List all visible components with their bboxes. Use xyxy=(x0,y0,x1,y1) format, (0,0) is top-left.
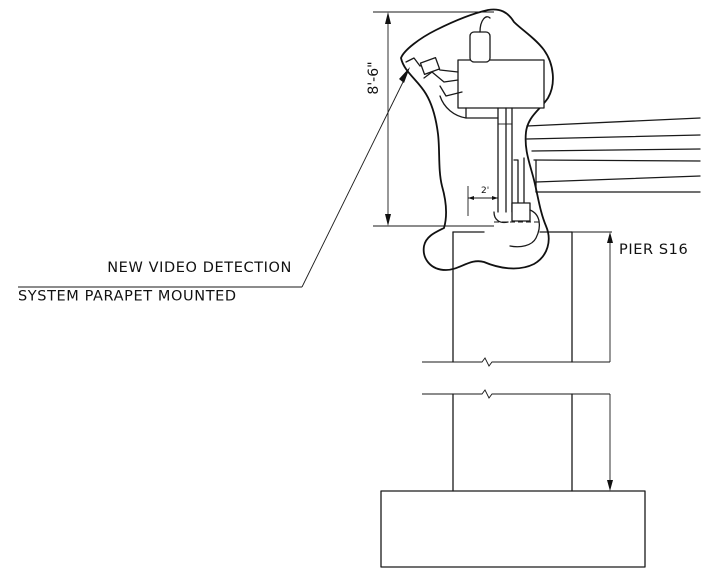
callout: NEW VIDEO DETECTION SYSTEM PARAPET MOUNT… xyxy=(18,67,410,305)
pier-column-upper xyxy=(452,231,573,363)
pier-column-lower xyxy=(452,393,573,492)
callout-line2: SYSTEM PARAPET MOUNTED xyxy=(18,289,237,305)
offset-dimension: 2' xyxy=(467,186,498,216)
pier-dimension: PIER S16 xyxy=(572,231,688,491)
callout-leader xyxy=(301,77,406,288)
bridge-girders xyxy=(526,117,701,193)
break-line-lower xyxy=(422,389,610,399)
video-detection-camera xyxy=(405,16,545,248)
camera-housing-box xyxy=(457,59,545,109)
dim-arrow-bottom xyxy=(385,214,391,226)
base-bracket xyxy=(511,202,531,222)
leader-arrowhead xyxy=(399,67,410,83)
camera-body xyxy=(419,56,441,76)
height-dimension: 8'-6" xyxy=(366,11,494,227)
revision-cloud xyxy=(400,8,554,271)
pier-footing xyxy=(380,490,646,568)
callout-line1: NEW VIDEO DETECTION xyxy=(107,260,292,276)
break-line-upper xyxy=(422,357,610,367)
camera-head xyxy=(469,31,491,63)
dim-arrow-top xyxy=(385,12,391,24)
pier-label: PIER S16 xyxy=(619,242,688,258)
offset-dimension-label: 2' xyxy=(481,186,489,196)
height-dimension-label: 8'-6" xyxy=(366,61,382,94)
